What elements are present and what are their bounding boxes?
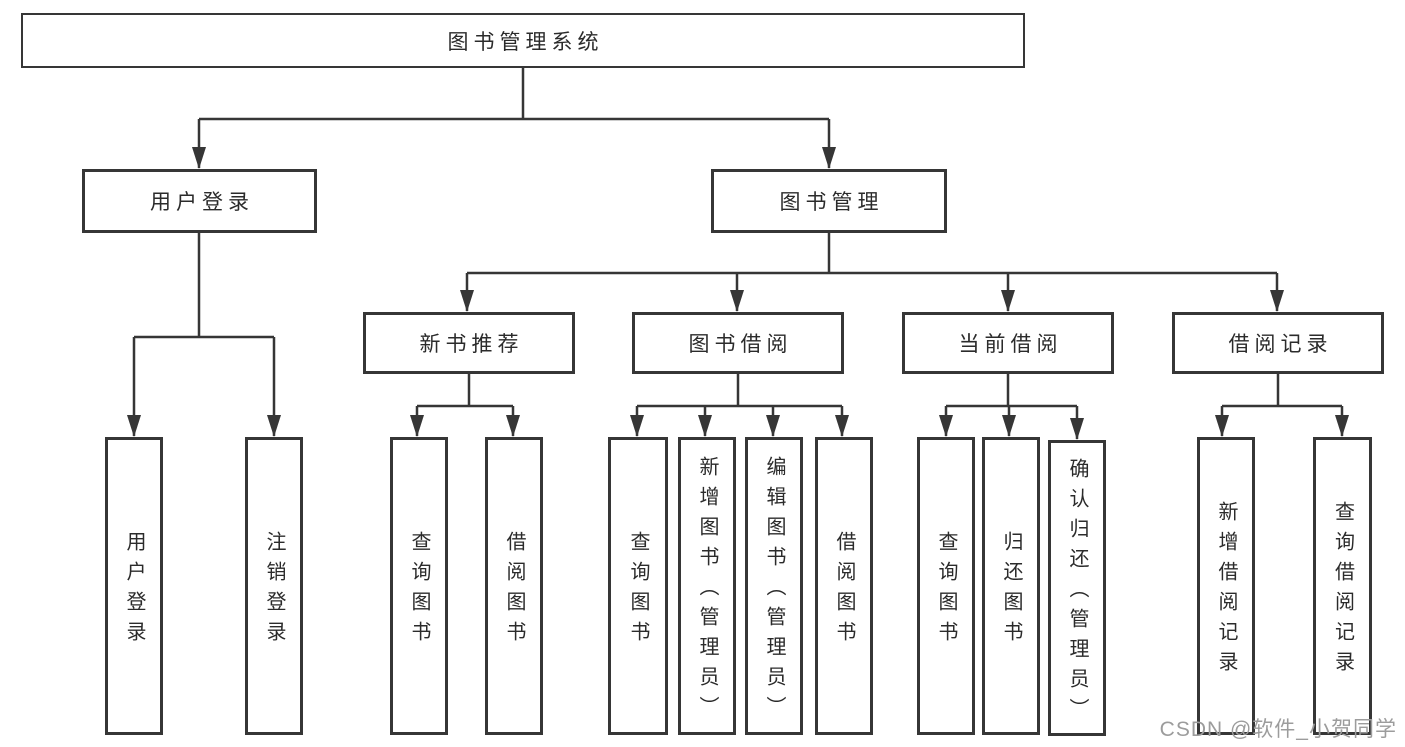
- node-label: 查询借阅记录: [1331, 501, 1354, 681]
- node-label: 图书管理系统: [447, 30, 604, 54]
- node-query-borrow-record: 查询借阅记录: [1313, 437, 1372, 735]
- node-add-borrow-record: 新增借阅记录: [1197, 437, 1255, 735]
- node-label: 图书借阅: [688, 333, 793, 356]
- node-label: 用户登录: [150, 191, 254, 214]
- node-logout: 注销登录: [245, 437, 303, 735]
- node-label: 确认归还（管理员）: [1066, 458, 1088, 728]
- node-return-books: 归还图书: [982, 437, 1040, 735]
- node-edit-books-admin: 编辑图书（管理员）: [745, 437, 803, 735]
- watermark: CSDN @软件_小贺同学: [1159, 718, 1397, 741]
- node-query-books-current: 查询图书: [917, 437, 975, 735]
- node-root: 图书管理系统: [21, 13, 1025, 68]
- node-label: 新增借阅记录: [1215, 501, 1237, 681]
- node-label: 查询图书: [935, 531, 957, 651]
- node-query-books-recommend: 查询图书: [390, 437, 448, 735]
- node-label: 新增图书（管理员）: [696, 456, 718, 726]
- node-label: 编辑图书（管理员）: [763, 456, 785, 726]
- node-label: 查询图书: [627, 531, 649, 651]
- node-user-login: 用户登录: [82, 169, 317, 233]
- node-add-books-admin: 新增图书（管理员）: [678, 437, 736, 735]
- node-confirm-return-admin: 确认归还（管理员）: [1048, 440, 1106, 736]
- node-current-borrowing: 当前借阅: [902, 312, 1114, 374]
- node-new-book-recommendation: 新书推荐: [363, 312, 575, 374]
- node-label: 借阅图书: [833, 531, 855, 651]
- node-user-login-leaf: 用户登录: [105, 437, 163, 735]
- node-label: 借阅记录: [1228, 333, 1333, 356]
- node-borrow-books-recommend: 借阅图书: [485, 437, 543, 735]
- node-label: 查询图书: [408, 531, 430, 651]
- node-borrowing-records: 借阅记录: [1172, 312, 1384, 374]
- node-label: 当前借阅: [958, 333, 1063, 356]
- node-borrow-books-leaf: 借阅图书: [815, 437, 873, 735]
- node-label: 归还图书: [1000, 531, 1022, 651]
- node-label: 注销登录: [263, 531, 285, 651]
- node-book-borrowing: 图书借阅: [632, 312, 844, 374]
- node-book-management: 图书管理: [711, 169, 947, 233]
- node-label: 图书管理: [779, 191, 884, 214]
- node-label: 新书推荐: [419, 333, 524, 356]
- node-label: 借阅图书: [503, 531, 525, 651]
- node-query-books-borrowing: 查询图书: [608, 437, 668, 735]
- node-label: 用户登录: [123, 531, 145, 651]
